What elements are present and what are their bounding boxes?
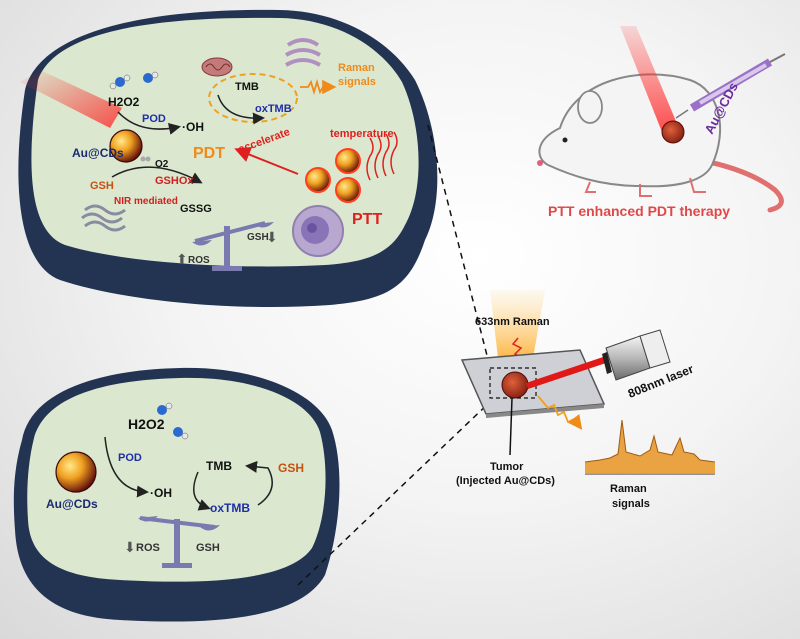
laser-head-icon	[602, 329, 671, 381]
top-ros-arrow-icon: ⬆	[176, 251, 188, 267]
top-oxtmb-label: oxTMB	[255, 103, 292, 115]
ptt-label: PTT	[352, 211, 382, 228]
top-pod-arrow	[117, 111, 181, 135]
top-raman-line1: Raman	[338, 62, 375, 74]
tumor-pointer-line	[509, 397, 513, 456]
heat-waves-icon	[366, 131, 398, 181]
mouse-ear	[577, 90, 603, 124]
nucleus-icon	[292, 205, 344, 257]
spectrum-fill	[585, 420, 715, 474]
bottom-gsh-arrow	[245, 460, 273, 506]
mouse-tail	[697, 157, 784, 213]
top-au-particle	[109, 129, 143, 163]
signal-wave-icon	[537, 395, 583, 430]
syringe-icon	[675, 53, 786, 119]
o2-molecule-icon	[140, 156, 151, 162]
bottom-pod-arrow	[104, 436, 149, 498]
mouse-nose	[537, 160, 543, 166]
top-pod-label: POD	[142, 113, 166, 125]
spectrum-label-line2: signals	[612, 498, 650, 510]
top-raman-line2: signals	[338, 76, 376, 88]
bottom-pod-label: POD	[118, 452, 142, 464]
accelerate-arrow	[234, 147, 299, 175]
bottom-tmb-arrow	[193, 471, 211, 511]
gshox-arrow	[111, 166, 203, 184]
top-raman-wave-icon	[300, 78, 337, 96]
bottom-h2o2-label: H2O2	[128, 416, 165, 432]
mouse-tumor	[661, 120, 685, 144]
top-h2o2-label: H2O2	[108, 95, 140, 109]
er-icon	[81, 204, 126, 232]
raman-spectrum-plot	[584, 419, 716, 475]
mouse-illustration	[537, 73, 784, 213]
bottom-cell	[13, 367, 340, 622]
top-connector-line	[427, 124, 493, 376]
spectrum-label-line1: Raman	[610, 483, 647, 495]
bottom-oh-label: ·OH	[150, 486, 172, 500]
bottom-gsh-balance-label: GSH	[196, 542, 220, 554]
raman-setup-label: 633nm Raman	[475, 316, 550, 328]
mouse-caption: PTT enhanced PDT therapy	[548, 203, 730, 219]
top-ros-label: ROS	[188, 255, 210, 266]
mitochondrion-icon	[201, 57, 233, 77]
top-gsh-label: GSH	[90, 180, 114, 192]
top-au-label: Au@CDs	[72, 146, 124, 160]
pdt-label: PDT	[193, 145, 225, 162]
top-o2-label: O2	[155, 159, 169, 170]
tumor-label-line2: (Injected Au@CDs)	[456, 475, 555, 487]
top-oh-label: ·OH	[182, 120, 204, 134]
bottom-h2o2-molecule-icon	[157, 402, 189, 440]
bottom-gsh-label: GSH	[278, 461, 304, 475]
bottom-ros-label: ROS	[136, 542, 160, 554]
gshox-label: GSHOx	[155, 175, 194, 187]
top-gsh-balance-label: GSH	[247, 232, 269, 243]
top-tmb-label: TMB	[235, 81, 259, 93]
bottom-au-label: Au@CDs	[46, 497, 98, 511]
top-laser-beam	[20, 70, 122, 128]
laser-beam	[526, 356, 609, 389]
tumor-label-line1: Tumor	[490, 461, 524, 473]
ptt-particles	[305, 148, 361, 203]
bottom-ros-arrow-icon: ⬇	[124, 539, 136, 555]
top-balance-icon	[192, 221, 274, 271]
mouse-body	[538, 73, 722, 188]
bottom-balance-icon	[138, 516, 220, 568]
h2o2-molecule-icon	[109, 71, 159, 90]
bottom-au-particle	[55, 451, 97, 493]
top-tmb-arrow	[217, 94, 265, 125]
bottom-oxtmb-label: oxTMB	[210, 501, 250, 515]
bottom-connector-line	[297, 399, 493, 586]
temperature-label: temperature	[330, 128, 394, 140]
nir-label: NIR mediated	[114, 196, 178, 207]
bottom-cell-body	[27, 377, 326, 582]
mouse-eye	[562, 137, 568, 143]
gssg-label: GSSG	[180, 203, 212, 215]
bottom-tmb-label: TMB	[206, 459, 232, 473]
top-gsh-arrow-icon: ⬇	[266, 229, 278, 245]
setup-tumor	[501, 371, 529, 399]
golgi-icon	[284, 38, 322, 67]
mouse-laser-beam	[620, 26, 678, 132]
